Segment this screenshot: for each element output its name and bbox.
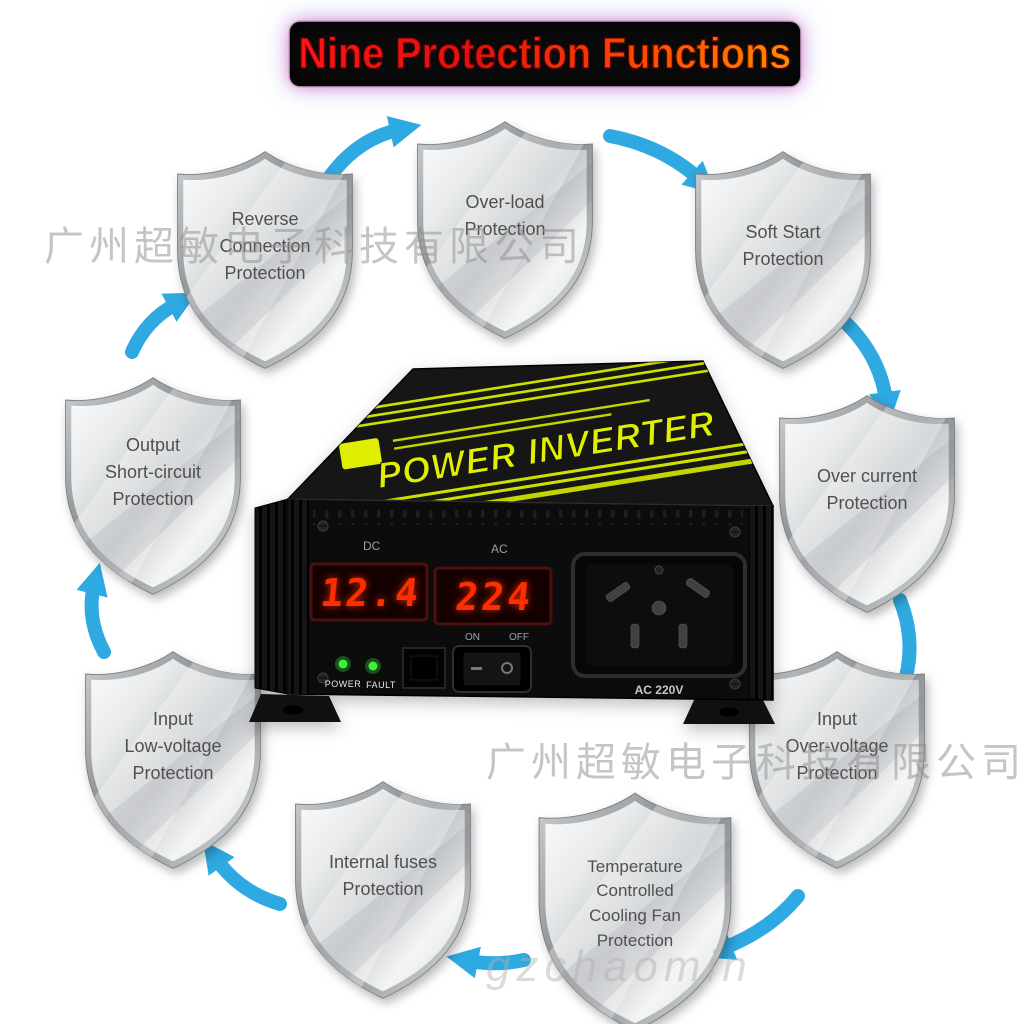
inverter-top-face: POWER INVERTER (286, 360, 775, 507)
flow-arrow-6 (701, 889, 805, 960)
dc-label: DC (363, 539, 381, 553)
shield-temperature-cooling-fan: Temperature Controlled Cooling Fan Prote… (533, 786, 737, 1024)
brand-badge (339, 438, 382, 470)
dc-display-value: 12.4 (318, 571, 422, 615)
shield-label: Internal fuses Protection (328, 852, 438, 899)
shield-label: Reverse Connection Protection (219, 208, 311, 283)
flow-arrow-8 (202, 840, 287, 911)
title-banner: Nine Protection Functions (290, 22, 800, 86)
shield-label: Input Low-voltage Protection (124, 708, 222, 783)
shield-input-over-voltage: Input Over-voltage Protection (744, 646, 930, 874)
fault-led-label: FAULT (366, 680, 396, 690)
flow-arrow-1 (125, 292, 198, 359)
ac-label: AC (491, 542, 508, 556)
shield-label: Input Over-voltage Protection (785, 708, 889, 783)
shield-icon (177, 151, 353, 369)
flow-arrow-7 (446, 946, 531, 979)
shield-label: Temperature Controlled Cooling Fan Prote… (587, 856, 683, 950)
dc-display: 12.4 (309, 562, 429, 622)
shield-label: Over-load Protection (464, 192, 546, 239)
page-title: Nine Protection Functions (298, 29, 792, 79)
shield-label: Soft Start Protection (742, 222, 824, 269)
shield-label: Output Short-circuit Protection (104, 434, 202, 509)
shield-over-current: Over current Protection (774, 390, 960, 618)
shield-icon (65, 377, 241, 595)
flow-arrow-9 (76, 562, 111, 659)
shield-soft-start: Soft Start Protection (690, 146, 876, 374)
remote-port (402, 647, 446, 689)
shield-icon (749, 651, 925, 869)
fault-led (365, 658, 381, 674)
power-switch (452, 645, 532, 693)
shield-icon (779, 395, 955, 613)
power-led-label: POWER (325, 679, 362, 689)
mounting-flanges (249, 694, 775, 724)
panel-screws (317, 520, 741, 690)
ac-display-value: 224 (453, 575, 535, 619)
socket-voltage-label: AC 220V (635, 683, 684, 697)
shield-reverse-connection: Reverse Connection Protection (172, 146, 358, 374)
on-label: ON (465, 632, 480, 643)
ac-display: 224 (433, 566, 553, 626)
shield-icon (295, 781, 471, 999)
ac-socket (571, 552, 747, 678)
shield-internal-fuses: Internal fuses Protection (290, 776, 476, 1004)
shield-icon (695, 151, 871, 369)
shield-icon (85, 651, 261, 869)
shield-over-load: Over-load Protection (412, 116, 598, 344)
shield-icon (417, 121, 593, 339)
shield-icon (538, 792, 732, 1024)
power-led (335, 656, 351, 672)
inverter-left-side (254, 498, 289, 695)
flow-arrow-4 (838, 315, 901, 424)
flow-arrow-3 (603, 129, 716, 194)
shield-output-short-circuit: Output Short-circuit Protection (60, 372, 246, 600)
shield-label: Over current Protection (816, 466, 918, 513)
shield-input-low-voltage: Input Low-voltage Protection (80, 646, 266, 874)
power-inverter-product: POWER INVERTER (249, 360, 775, 724)
off-label: OFF (509, 632, 529, 643)
